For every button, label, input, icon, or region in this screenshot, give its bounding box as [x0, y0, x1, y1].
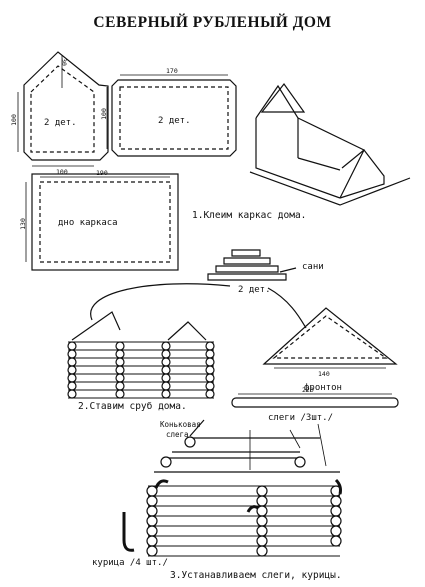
page-title: СЕВЕРНЫЙ РУБЛЕНЫЙ ДОМ	[93, 14, 332, 31]
label-sani: сани	[302, 262, 324, 272]
base-pattern	[25, 173, 179, 271]
connector-line-left	[90, 283, 231, 321]
label-slegi: слеги /3шт./	[268, 413, 334, 423]
caption-step-3: 3.Устанавливаем слеги, курицы.	[170, 570, 342, 581]
side-wall-pattern	[106, 74, 237, 157]
sani-stack	[207, 249, 297, 281]
connector-line-right	[267, 287, 307, 329]
dim-wall-top: 170	[166, 67, 178, 75]
label-part-right: 2 дет.	[158, 116, 191, 126]
log-house	[67, 311, 215, 399]
label-part-small: 2 дет.	[238, 285, 271, 295]
final-log-house	[146, 419, 342, 557]
label-base: дно каркаса	[58, 218, 118, 228]
dim-gable-bottom: 100	[56, 168, 68, 176]
dim-rod-length: 220	[302, 386, 314, 394]
label-fronton: фронтон	[304, 383, 342, 393]
dim-fronton-width: 140	[318, 370, 330, 378]
frame-3d	[249, 82, 411, 206]
rod-piece	[231, 393, 399, 408]
dim-wall-side: 100	[99, 108, 108, 120]
label-konek-1: Коньковая	[160, 420, 201, 429]
label-kurica: курица /4 шт./	[92, 558, 168, 568]
caption-step-1: 1.Клеим каркас дома.	[192, 210, 307, 221]
dim-gable-height: 30	[59, 58, 68, 66]
fronton-piece	[262, 307, 398, 369]
gable-wall-pattern	[17, 51, 109, 167]
label-part-left: 2 дет.	[44, 118, 77, 128]
kurica-hooks	[122, 478, 342, 552]
caption-step-2: 2.Ставим сруб дома.	[78, 401, 187, 412]
label-konek-2: слега	[166, 430, 189, 439]
dim-base-side: 130	[18, 218, 27, 230]
dim-base-top: 190	[96, 169, 108, 177]
dim-gable-side: 100	[9, 114, 18, 126]
